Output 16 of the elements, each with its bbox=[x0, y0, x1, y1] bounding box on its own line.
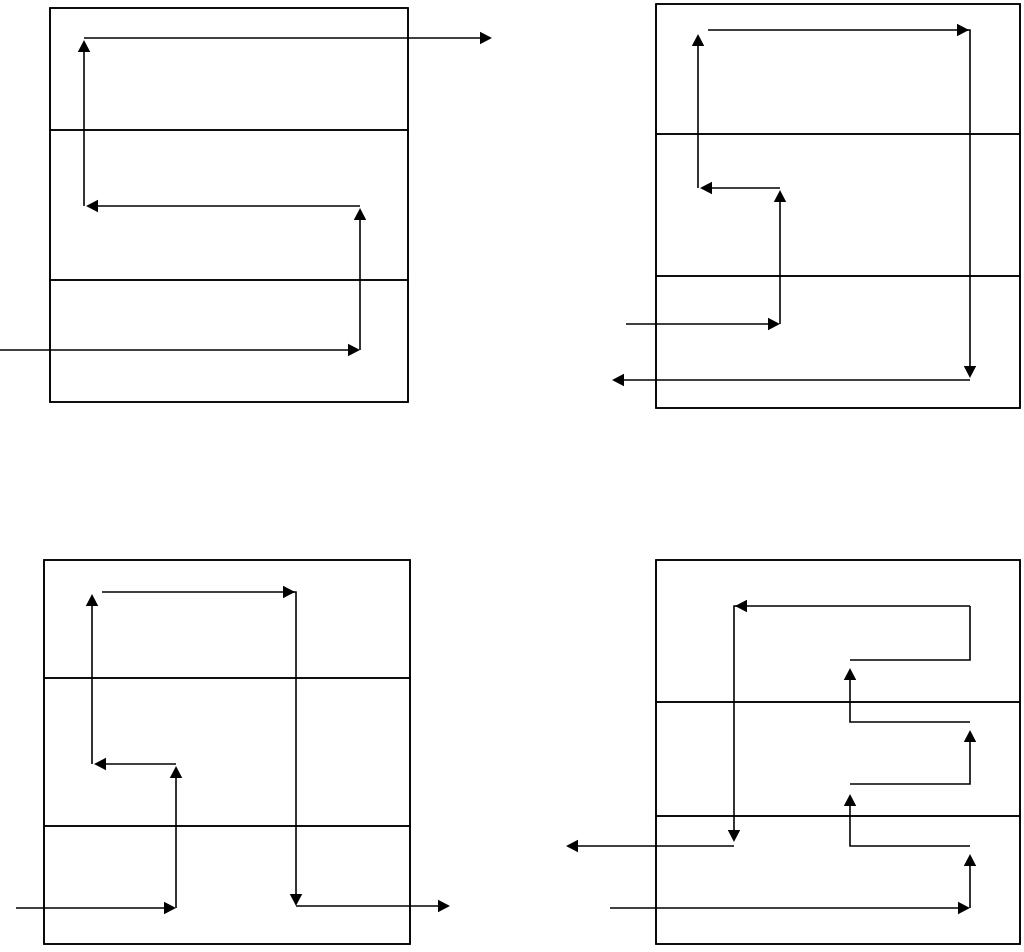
band-box bbox=[49, 279, 409, 403]
band-box bbox=[43, 825, 411, 945]
band-box bbox=[49, 129, 409, 281]
arrow bbox=[707, 23, 971, 135]
band-box bbox=[49, 7, 409, 131]
band-box bbox=[655, 559, 1021, 703]
band-box bbox=[43, 559, 411, 679]
band-box bbox=[655, 3, 1021, 135]
band-box bbox=[655, 815, 1021, 945]
arrow bbox=[101, 585, 297, 679]
band-box bbox=[43, 677, 411, 827]
band-box bbox=[655, 275, 1021, 409]
band-box bbox=[655, 701, 1021, 817]
arrow bbox=[843, 668, 971, 723]
arrow bbox=[843, 794, 971, 847]
band-box bbox=[655, 133, 1021, 277]
